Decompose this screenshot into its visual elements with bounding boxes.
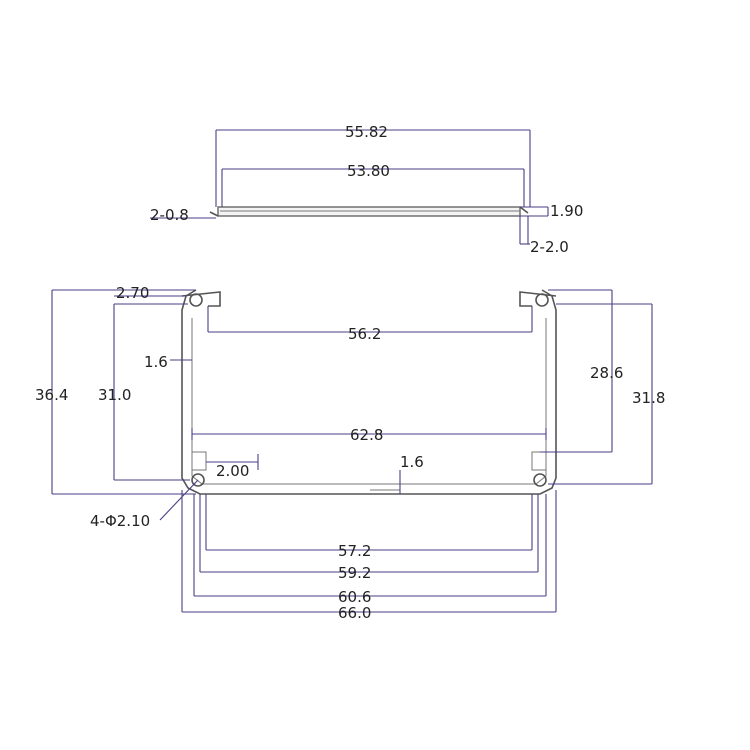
lid-dim-inner — [221, 168, 525, 207]
label-width-60: 60.6 — [338, 588, 371, 606]
label-lid-inner-width: 53.80 — [347, 162, 390, 180]
label-total-height: 36.4 — [35, 386, 68, 404]
label-inner-height-left: 31.0 — [98, 386, 131, 404]
label-slot-height: 28.6 — [590, 364, 623, 382]
label-overall-width: 66.0 — [338, 604, 371, 622]
dim-slot-height — [540, 289, 613, 453]
housing-profile — [181, 289, 557, 495]
label-lid-edge: 2-0.8 — [150, 206, 189, 224]
label-right-height: 31.8 — [632, 389, 665, 407]
lid-left-edge — [209, 211, 219, 217]
hole-top-left — [189, 293, 203, 307]
label-lid-outer-width: 55.82 — [345, 123, 388, 141]
housing-outer — [181, 289, 557, 495]
label-wall: 1.6 — [144, 353, 168, 371]
label-inner-top-width: 56.2 — [348, 325, 381, 343]
dim-right-height — [548, 303, 653, 485]
slot-right — [531, 451, 546, 471]
label-width-57: 57.2 — [338, 542, 371, 560]
dim-inner-top-width — [207, 306, 533, 333]
housing-inner — [191, 318, 547, 485]
lid-right-edge — [519, 206, 529, 214]
dim-holes-leader — [159, 479, 199, 521]
slot-left — [192, 451, 207, 471]
label-mid-width: 62.8 — [350, 426, 383, 444]
label-slot-width: 2.00 — [216, 462, 249, 480]
dim-slot-width — [206, 454, 259, 470]
lid-dim-outer — [215, 129, 531, 207]
lid-profile — [209, 206, 529, 217]
dim-total-height — [51, 289, 196, 495]
label-lid-tab: 2-2.0 — [530, 238, 569, 256]
label-holes: 4-Φ2.10 — [90, 512, 150, 530]
hole-bottom-left — [191, 473, 205, 487]
dim-bottom-widths — [181, 490, 557, 613]
hole-top-right — [535, 293, 549, 307]
top-right-boss — [519, 291, 557, 307]
dim-mid-width — [191, 428, 547, 440]
label-width-59: 59.2 — [338, 564, 371, 582]
lid-dim-thickness — [520, 206, 549, 217]
label-lid-thickness: 1.90 — [550, 202, 583, 220]
lid-dim-tab — [519, 216, 530, 245]
dim-inner-height-left — [113, 303, 190, 481]
label-bottom-thickness: 1.6 — [400, 453, 424, 471]
hole-bottom-right — [533, 473, 547, 487]
label-rail-offset: 2.70 — [116, 284, 149, 302]
top-left-boss — [181, 291, 221, 307]
